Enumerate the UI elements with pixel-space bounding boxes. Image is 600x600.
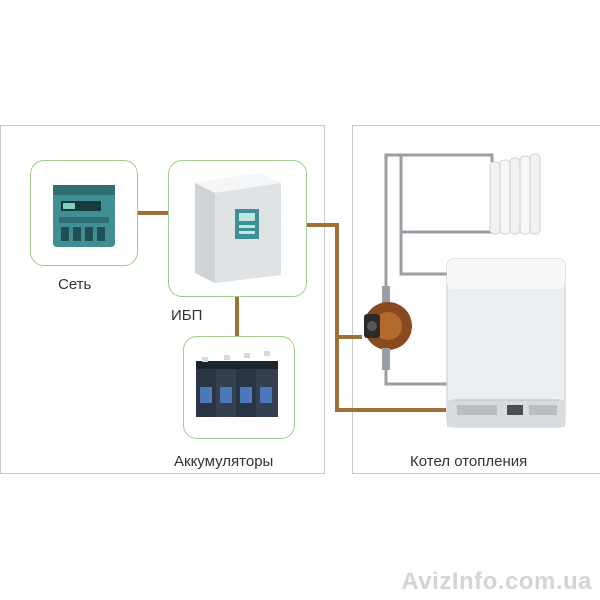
wire-ups-boiler — [335, 337, 446, 412]
electric-meter-icon — [53, 185, 115, 247]
label-grid: Сеть — [58, 276, 92, 293]
label-boiler: Котел отопления — [410, 453, 528, 470]
circulation-pump-icon — [364, 286, 412, 370]
radiator-icon — [489, 153, 541, 235]
pipe-supply — [384, 153, 494, 300]
pipe-boiler-top — [399, 232, 448, 276]
boiler-icon — [446, 258, 566, 428]
wire-ups-pump — [305, 223, 362, 339]
pipe-return-top — [399, 155, 492, 234]
label-batteries: Аккумуляторы — [174, 453, 274, 470]
ups-cabinet-icon — [195, 173, 281, 283]
watermark: AvizInfo.com.ua — [401, 568, 592, 595]
node-grid — [30, 160, 138, 266]
node-ups — [168, 160, 307, 297]
battery-bank-icon — [196, 351, 278, 417]
node-batteries — [183, 336, 295, 439]
label-ups: ИБП — [171, 307, 203, 324]
